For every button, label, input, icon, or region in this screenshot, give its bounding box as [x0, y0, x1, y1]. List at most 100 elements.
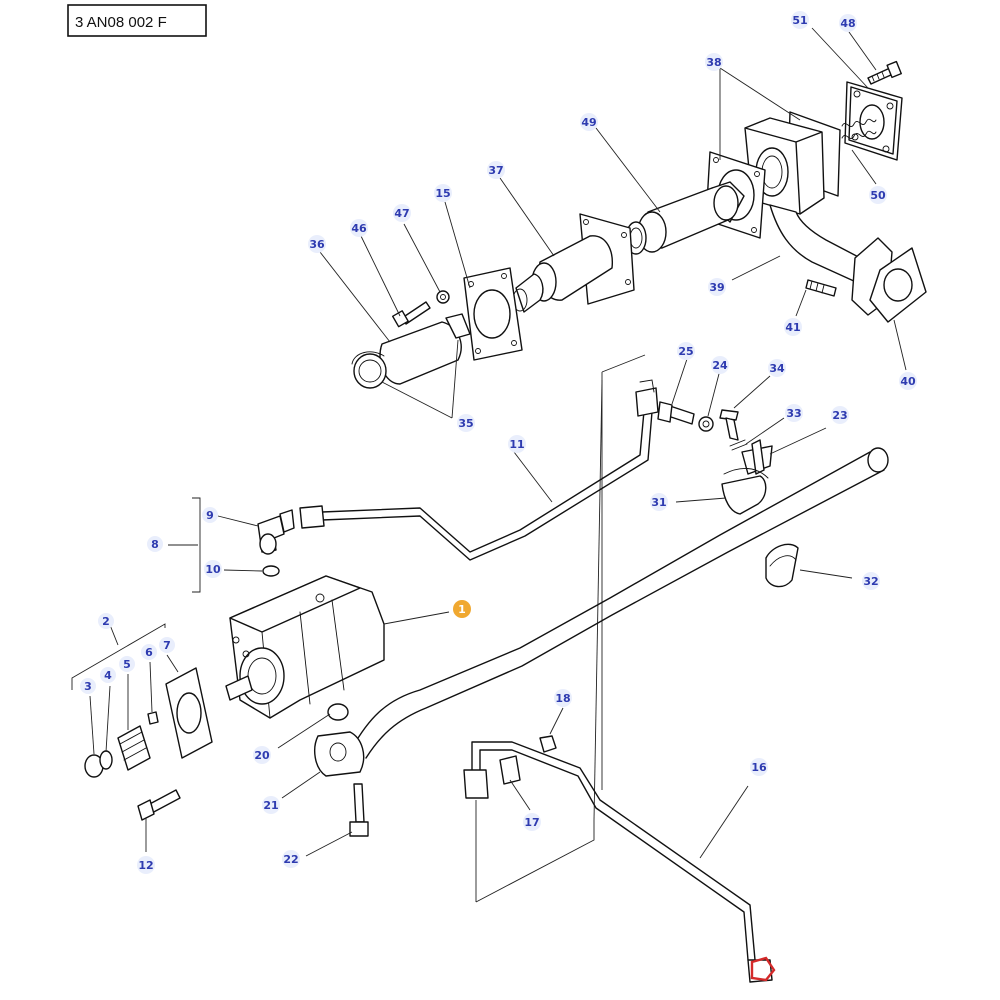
callout-34[interactable]: 34 [768, 359, 786, 377]
callout-12[interactable]: 12 [137, 856, 155, 874]
svg-text:11: 11 [509, 438, 524, 451]
callout-51[interactable]: 51 [791, 11, 809, 29]
svg-text:3: 3 [84, 680, 92, 693]
pipe-23-drawing [351, 447, 889, 759]
svg-text:32: 32 [863, 575, 878, 588]
hardware-right [657, 401, 799, 588]
callout-6[interactable]: 6 [141, 644, 157, 660]
spring-50-drawing [841, 118, 877, 140]
callout-50[interactable]: 50 [869, 186, 887, 204]
callout-1[interactable]: 1 [453, 600, 471, 618]
svg-text:22: 22 [283, 853, 298, 866]
callout-4[interactable]: 4 [100, 667, 116, 683]
callout-17[interactable]: 17 [523, 813, 541, 831]
svg-text:9: 9 [206, 509, 214, 522]
callout-labels: 1 2 3 4 5 6 7 8 9 10 11 12 15 16 17 18 2… [80, 11, 917, 874]
svg-text:47: 47 [394, 207, 409, 220]
gasket-15-drawing [463, 267, 523, 361]
svg-text:41: 41 [785, 321, 800, 334]
svg-text:33: 33 [786, 407, 801, 420]
svg-text:34: 34 [769, 362, 785, 375]
callout-41[interactable]: 41 [784, 318, 802, 336]
callout-25[interactable]: 25 [677, 342, 695, 360]
washer-47-drawing [436, 290, 450, 304]
hydraulic-pump-drawing [84, 509, 773, 983]
svg-text:38: 38 [706, 56, 721, 69]
svg-text:23: 23 [832, 409, 847, 422]
callout-18[interactable]: 18 [554, 689, 572, 707]
callout-highlight-marker [453, 600, 471, 618]
svg-text:4: 4 [104, 669, 112, 682]
svg-text:1: 1 [458, 603, 466, 616]
callout-2[interactable]: 2 [98, 613, 114, 629]
callout-21[interactable]: 21 [262, 796, 280, 814]
pipework [299, 379, 889, 961]
svg-text:46: 46 [351, 222, 367, 235]
callout-40[interactable]: 40 [899, 372, 917, 390]
svg-text:25: 25 [678, 345, 693, 358]
callout-49[interactable]: 49 [580, 113, 598, 131]
svg-text:20: 20 [254, 749, 270, 762]
bolt-46-drawing [391, 301, 431, 328]
svg-text:39: 39 [709, 281, 724, 294]
callout-33[interactable]: 33 [785, 404, 803, 422]
svg-text:21: 21 [263, 799, 278, 812]
pipe-11-drawing [299, 379, 659, 561]
svg-text:6: 6 [145, 646, 153, 659]
callout-16[interactable]: 16 [750, 758, 768, 776]
svg-text:8: 8 [151, 538, 159, 551]
stud-41-drawing [805, 279, 837, 297]
svg-text:24: 24 [712, 359, 728, 372]
callout-22[interactable]: 22 [282, 850, 300, 868]
callout-23[interactable]: 23 [831, 406, 849, 424]
callout-3[interactable]: 3 [80, 678, 96, 694]
svg-text:15: 15 [435, 187, 450, 200]
callout-8[interactable]: 8 [147, 536, 163, 552]
callout-15[interactable]: 15 [434, 184, 452, 202]
reference-code: 3 AN08 002 F [75, 14, 167, 31]
callout-38[interactable]: 38 [705, 53, 723, 71]
highlight-marker-red [750, 956, 776, 982]
callout-10[interactable]: 10 [204, 560, 222, 578]
callout-36[interactable]: 36 [308, 235, 326, 253]
svg-text:48: 48 [840, 17, 855, 30]
reference-code-box: 3 AN08 002 F [67, 4, 207, 37]
callout-39[interactable]: 39 [708, 278, 726, 296]
svg-text:7: 7 [163, 639, 171, 652]
bolt-48-drawing [867, 60, 902, 85]
leader-lines [71, 27, 907, 859]
flange-51-drawing [844, 81, 903, 161]
callout-48[interactable]: 48 [839, 14, 857, 32]
alignment-lines [475, 354, 646, 903]
silencer-37-drawing [512, 213, 635, 313]
svg-text:2: 2 [102, 615, 110, 628]
svg-text:50: 50 [870, 189, 886, 202]
svg-text:5: 5 [123, 658, 131, 671]
callout-31[interactable]: 31 [650, 493, 668, 511]
callout-47[interactable]: 47 [393, 204, 411, 222]
svg-text:10: 10 [205, 563, 221, 576]
exhaust-assembly [351, 60, 927, 389]
silencer-49-drawing [625, 181, 745, 255]
callout-32[interactable]: 32 [862, 572, 880, 590]
svg-text:49: 49 [581, 116, 596, 129]
callout-35[interactable]: 35 [457, 414, 475, 432]
callout-5[interactable]: 5 [119, 656, 135, 672]
pipe-36-drawing [351, 313, 471, 389]
svg-text:40: 40 [900, 375, 916, 388]
svg-text:31: 31 [651, 496, 666, 509]
svg-text:16: 16 [751, 761, 767, 774]
svg-text:37: 37 [488, 164, 503, 177]
pipe-16-drawing [463, 741, 756, 961]
callout-9[interactable]: 9 [202, 507, 218, 523]
svg-text:36: 36 [309, 238, 325, 251]
callout-11[interactable]: 11 [508, 435, 526, 453]
callout-46[interactable]: 46 [350, 219, 368, 237]
svg-text:12: 12 [138, 859, 153, 872]
svg-text:17: 17 [524, 816, 539, 829]
callout-37[interactable]: 37 [487, 161, 505, 179]
callout-7[interactable]: 7 [159, 637, 175, 653]
callout-24[interactable]: 24 [711, 356, 729, 374]
callout-20[interactable]: 20 [253, 746, 271, 764]
